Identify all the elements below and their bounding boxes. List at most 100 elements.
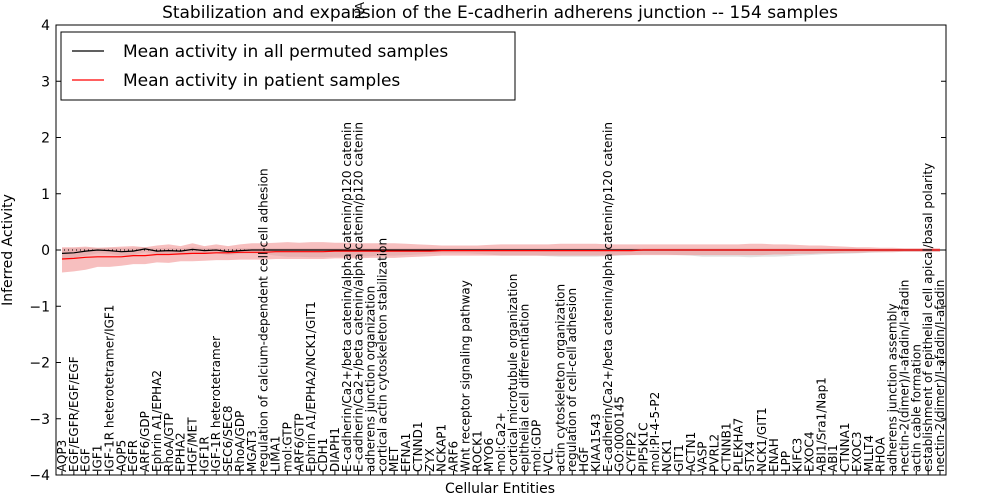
x-tick-label: adherens junction organization (363, 286, 377, 472)
x-tick-label: GIT1 (672, 444, 686, 472)
x-tick-label: epithelial cell differentiation (518, 304, 532, 472)
x-tick-label: KIFC3 (791, 438, 805, 472)
chart-title: Stabilization and expansion of the E-cad… (162, 3, 838, 23)
y-tick-label: −4 (29, 468, 50, 484)
x-tick-label: ARF6 (447, 441, 461, 472)
x-tick-label: EXOC3 (850, 432, 864, 473)
y-tick-label: 0 (41, 243, 50, 259)
x-tick-label: NCKAP1 (435, 424, 449, 472)
x-tick-label: MLLT4 (862, 435, 876, 472)
x-tick-label: RhoA/GDP (233, 411, 247, 472)
x-tick-label: nectin-2(dimer)/I-afadin/I-afadin (897, 280, 911, 472)
x-tick-label: CTNNB1 (719, 422, 733, 472)
y-tick-label: −1 (29, 299, 50, 315)
x-tick-label: CTNNA1 (838, 422, 852, 472)
x-tick-label: RhoA/GTP (162, 413, 176, 472)
x-tick-label: LIMA1 (269, 436, 283, 472)
x-tick-label: MGAT3 (245, 430, 259, 472)
y-tick-label: 3 (41, 74, 50, 90)
x-tick-label: STX4 (743, 441, 757, 472)
x-tick-label: actin cytoskeleton organization (553, 284, 567, 472)
x-tick-label: Wnt receptor signaling pathway (458, 280, 472, 472)
x-tick-label: Ephrin A1/EPHA2/NCK1/GIT1 (304, 301, 318, 472)
x-tick-label: EGFR (126, 440, 140, 472)
x-tick-label: establishment of epithelial cell apical/… (921, 163, 935, 472)
x-tick-label: VASP (696, 441, 710, 472)
x-tick-label: Ephrin A1/EPHA2 (150, 370, 164, 472)
x-tick-label: MET (387, 446, 401, 472)
x-tick-label-cut: NA (353, 1, 367, 19)
x-tick-label: IGF-1R heterotetramer/IGF1 (102, 305, 116, 472)
x-tick-label: NCK1 (660, 439, 674, 472)
legend-entry-0: Mean activity in all permuted samples (123, 42, 448, 62)
y-tick-label: 2 (41, 131, 50, 147)
x-tick-label: EPHA2 (174, 432, 188, 472)
x-tick-label: mol:PI-4-5-P2 (648, 392, 662, 472)
x-tick-label: cortical microtubule organization (506, 274, 520, 472)
x-tick-label: regulation of cell-cell adhesion (565, 288, 579, 472)
x-tick-label: MYO6 (482, 438, 496, 472)
x-tick-label: mol:GDP (530, 420, 544, 472)
x-tick-label: E-cadherin/Ca2+/beta catenin/alpha caten… (352, 122, 366, 472)
x-tick-label: ABI1 (826, 444, 840, 472)
x-tick-label: ZYX (423, 448, 437, 472)
x-tick-label: SEC6/SEC8 (221, 406, 235, 472)
y-tick-label: −3 (29, 412, 50, 428)
x-tick-label: regulation of calcium-dependent cell-cel… (257, 168, 271, 472)
x-tick-label: E-cadherin/Ca2+/beta catenin/alpha caten… (340, 122, 354, 472)
plot-area (55, 24, 947, 476)
x-tick-label: EXOC4 (802, 432, 816, 473)
x-tick-label: KIAA1543 (589, 413, 603, 472)
x-tick-label: PLEKHA7 (731, 418, 745, 472)
legend-box (60, 31, 516, 101)
x-tick-label: GO:0000145 (613, 396, 627, 472)
x-tick-label: AQP3 (55, 440, 69, 472)
x-tick-label: mol:GTP (280, 422, 294, 472)
series-line-1 (61, 249, 940, 260)
x-tick-label: adherens junction assembly (886, 303, 900, 472)
x-tick-label: IGF1 (91, 445, 105, 472)
x-tick-label: LPP (779, 451, 793, 472)
y-tick-label: −2 (29, 356, 50, 372)
x-tick-label: E-cadherin/Ca2+/beta catenin/alpha caten… (601, 122, 615, 472)
confidence-bands (62, 242, 940, 273)
x-tick-label: DIAPH1 (328, 427, 342, 472)
x-tick-label: RHOA (874, 436, 888, 472)
y-tick-label: 1 (41, 187, 50, 203)
x-tick-label: HGF/MET (186, 417, 200, 472)
x-tick-label: ROCK1 (470, 430, 484, 472)
x-tick-label: CTNND1 (411, 421, 425, 472)
x-tick-label: IGF1R (197, 436, 211, 472)
x-tick-label: actin cable formation (909, 344, 923, 472)
y-axis-label: Inferred Activity (0, 194, 16, 306)
x-tick-label: CDH1 (316, 438, 330, 472)
x-tick-label: ENAH (767, 438, 781, 472)
legend-entry-1: Mean activity in patient samples (123, 71, 400, 91)
x-tick-label: PVRL2 (708, 434, 722, 472)
legend: Mean activity in all permuted samplesMea… (60, 31, 516, 101)
x-tick-label: ARF6/GTP (292, 413, 306, 472)
y-tick-label: 4 (41, 18, 50, 34)
x-tick-label: cortical actin cytoskeleton stabilizatio… (375, 238, 389, 472)
x-tick-label: EGF/EGFR/EGF/EGF (67, 356, 81, 472)
series-lines (56, 248, 946, 260)
x-tick-label: VCL (541, 448, 555, 472)
x-tick-label: NCK1/GIT1 (755, 407, 769, 472)
x-tick-label: mol:Ca2+ (494, 412, 508, 472)
x-tick-label: PIP5K1C (636, 422, 650, 472)
x-tick-label: IGF-1R heterotetramer (209, 336, 223, 472)
x-tick-label: ABI1/Sra1/Nap1 (814, 377, 828, 472)
y-tick-labels: −4 −3 −2 −1 0 1 2 3 4 (29, 18, 946, 484)
x-tick-label: HGF (577, 447, 591, 472)
x-tick-label: CYFIP2 (625, 431, 639, 472)
x-tick-label: AQP5 (114, 440, 128, 472)
x-tick-label: EGF (79, 448, 93, 472)
band-series-1 (62, 242, 940, 273)
x-axis-label: Cellular Entities (445, 481, 555, 497)
x-tick-label: nectin-2(dimer)/I-afadin/I-afadin (933, 280, 947, 472)
x-tick-label: ARF6/GDP (138, 411, 152, 472)
x-tick-label: ACTN1 (684, 432, 698, 472)
x-tick-label: EFNA1 (399, 433, 413, 472)
